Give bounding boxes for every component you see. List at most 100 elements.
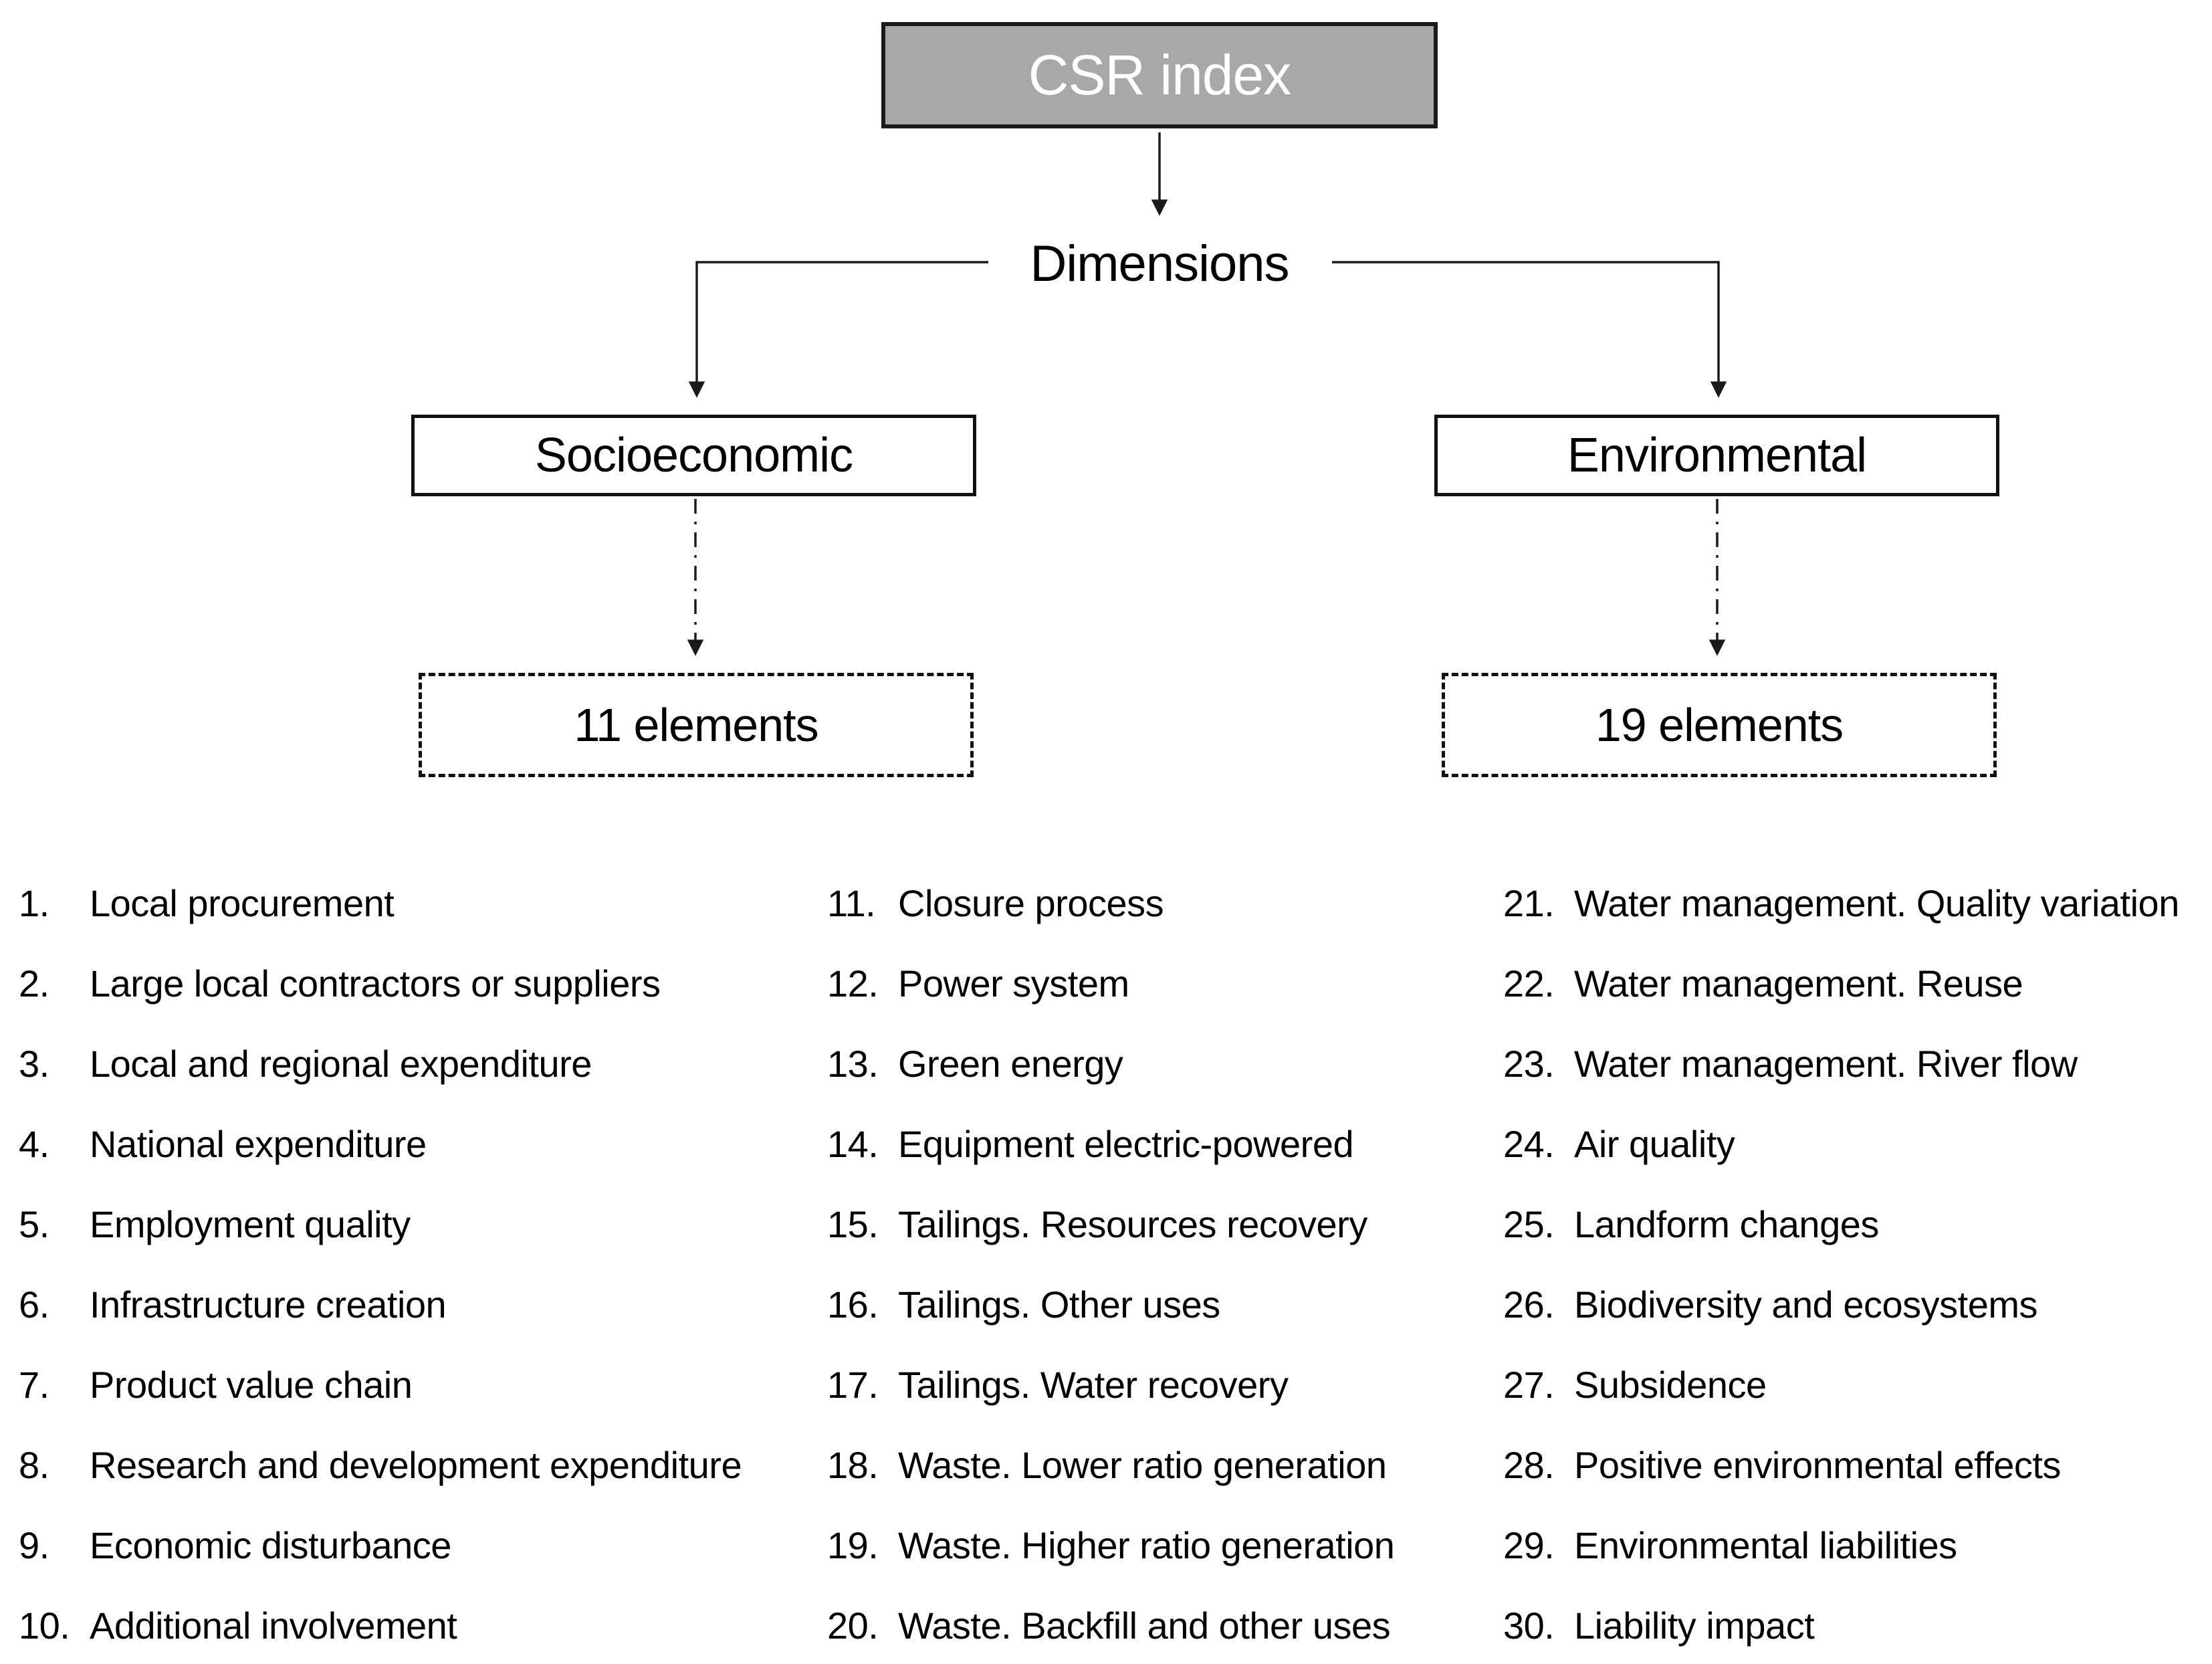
socioeconomic-label: Socioeconomic: [534, 429, 853, 482]
list-item: 24. Air quality: [1503, 1104, 2209, 1184]
list-item-number: 24.: [1503, 1122, 1555, 1165]
list-item-label: Employment quality: [90, 1203, 411, 1245]
list-item-number: 25.: [1503, 1203, 1555, 1245]
list-item-number: 10.: [19, 1604, 70, 1647]
list-item-label: Landform changes: [1574, 1203, 1879, 1245]
list-item: 18. Waste. Lower ratio generation: [827, 1425, 1482, 1505]
list-item-label: Air quality: [1574, 1122, 1735, 1165]
list-item: 30. Liability impact: [1503, 1585, 2209, 1664]
list-item-label: Waste. Backfill and other uses: [898, 1604, 1391, 1647]
list-item-label: National expenditure: [90, 1122, 427, 1165]
list-item-label: Closure process: [898, 881, 1164, 924]
list-item-number: 7.: [19, 1363, 49, 1406]
list-item-number: 13.: [827, 1042, 879, 1085]
list-item-label: Water management. River flow: [1574, 1042, 2078, 1085]
list-item-label: Water management. Quality variation: [1574, 881, 2179, 924]
list-item: 15. Tailings. Resources recovery: [827, 1184, 1482, 1264]
list-item: 29. Environmental liabilities: [1503, 1505, 2209, 1585]
list-item: 8. Research and development expenditure: [19, 1425, 808, 1505]
list-item-number: 26.: [1503, 1283, 1555, 1326]
list-item-label: Green energy: [898, 1042, 1123, 1085]
list-item-label: Subsidence: [1574, 1363, 1767, 1406]
list-item-number: 14.: [827, 1122, 879, 1165]
list-item: 2. Large local contractors or suppliers: [19, 943, 808, 1023]
list-item-number: 4.: [19, 1122, 49, 1165]
list-item: 14. Equipment electric-powered: [827, 1104, 1482, 1184]
list-item: 26. Biodiversity and ecosystems: [1503, 1264, 2209, 1344]
list-item-label: Tailings. Water recovery: [898, 1363, 1289, 1406]
list-item-number: 20.: [827, 1604, 879, 1647]
list-item: 11. Closure process: [827, 863, 1482, 943]
environmental-box: Environmental: [1434, 415, 1999, 496]
elements-list-column-3: 21. Water management. Quality variation …: [1503, 863, 2209, 1664]
list-item-number: 11.: [827, 881, 876, 924]
list-item-label: Biodiversity and ecosystems: [1574, 1283, 2038, 1326]
list-item-label: Additional involvement: [90, 1604, 457, 1647]
list-item-label: Economic disturbance: [90, 1524, 451, 1566]
list-item: 5. Employment quality: [19, 1184, 808, 1264]
list-item: 10. Additional involvement: [19, 1585, 808, 1664]
list-item-number: 8.: [19, 1443, 49, 1486]
list-item-label: Tailings. Other uses: [898, 1283, 1220, 1326]
list-item-label: Tailings. Resources recovery: [898, 1203, 1367, 1245]
list-item-number: 18.: [827, 1443, 879, 1486]
list-item-number: 9.: [19, 1524, 49, 1566]
list-item: 12. Power system: [827, 943, 1482, 1023]
list-item: 7. Product value chain: [19, 1344, 808, 1425]
list-item-number: 16.: [827, 1283, 879, 1326]
list-item-label: Product value chain: [90, 1363, 413, 1406]
list-item-label: Waste. Lower ratio generation: [898, 1443, 1387, 1486]
list-item: 27. Subsidence: [1503, 1344, 2209, 1425]
socioeconomic-box: Socioeconomic: [411, 415, 976, 496]
list-item-label: Water management. Reuse: [1574, 962, 2023, 1005]
csr-index-label: CSR index: [1028, 43, 1292, 106]
list-item: 22. Water management. Reuse: [1503, 943, 2209, 1023]
list-item-label: Power system: [898, 962, 1129, 1005]
list-item: 13. Green energy: [827, 1023, 1482, 1104]
list-item-number: 15.: [827, 1203, 879, 1245]
environmental-elements-label: 19 elements: [1595, 699, 1844, 751]
environmental-label: Environmental: [1567, 429, 1867, 482]
list-item-number: 30.: [1503, 1604, 1555, 1647]
list-item: 23. Water management. River flow: [1503, 1023, 2209, 1104]
list-item-label: Liability impact: [1574, 1604, 1815, 1647]
list-item-label: Large local contractors or suppliers: [90, 962, 661, 1005]
list-item: 28. Positive environmental effects: [1503, 1425, 2209, 1505]
list-item-number: 6.: [19, 1283, 49, 1326]
list-item: 16. Tailings. Other uses: [827, 1264, 1482, 1344]
list-item-label: Infrastructure creation: [90, 1283, 447, 1326]
list-item-label: Environmental liabilities: [1574, 1524, 1957, 1566]
list-item-number: 29.: [1503, 1524, 1555, 1566]
list-item-number: 23.: [1503, 1042, 1555, 1085]
list-item: 4. National expenditure: [19, 1104, 808, 1184]
socioeconomic-elements-label: 11 elements: [574, 699, 818, 751]
list-item-number: 3.: [19, 1042, 49, 1085]
list-item-label: Local and regional expenditure: [90, 1042, 592, 1085]
socioeconomic-elements-box: 11 elements: [419, 673, 974, 777]
list-item-number: 27.: [1503, 1363, 1555, 1406]
list-item: 17. Tailings. Water recovery: [827, 1344, 1482, 1425]
list-item-number: 22.: [1503, 962, 1555, 1005]
list-item: 1. Local procurement: [19, 863, 808, 943]
list-item-number: 1.: [19, 881, 49, 924]
list-item-label: Waste. Higher ratio generation: [898, 1524, 1395, 1566]
elements-list-column-1: 1. Local procurement 2. Large local cont…: [19, 863, 808, 1664]
list-item-label: Equipment electric-powered: [898, 1122, 1354, 1165]
list-item-number: 21.: [1503, 881, 1555, 924]
list-item: 6. Infrastructure creation: [19, 1264, 808, 1344]
list-item: 3. Local and regional expenditure: [19, 1023, 808, 1104]
list-item-number: 19.: [827, 1524, 879, 1566]
list-item: 21. Water management. Quality variation: [1503, 863, 2209, 943]
list-item-number: 2.: [19, 962, 49, 1005]
list-item: 20. Waste. Backfill and other uses: [827, 1585, 1482, 1664]
list-item: 19. Waste. Higher ratio generation: [827, 1505, 1482, 1585]
elements-list-column-2: 11. Closure process 12. Power system 13.…: [827, 863, 1482, 1664]
arrow-dimensions-to-socioeconomic: [688, 261, 988, 398]
list-item-number: 28.: [1503, 1443, 1555, 1486]
list-item-number: 12.: [827, 962, 879, 1005]
list-item-number: 5.: [19, 1203, 49, 1245]
environmental-elements-box: 19 elements: [1442, 673, 1997, 777]
list-item: 25. Landform changes: [1503, 1184, 2209, 1264]
list-item-label: Research and development expenditure: [90, 1443, 742, 1486]
